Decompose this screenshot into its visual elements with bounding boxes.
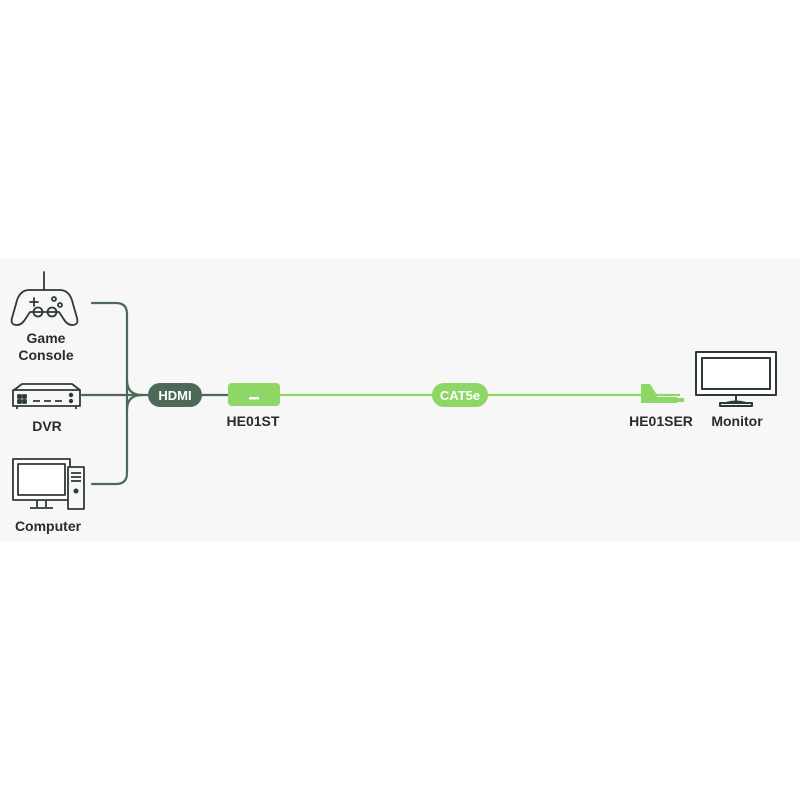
receiver-device bbox=[641, 384, 684, 403]
gamepad-icon bbox=[10, 271, 79, 326]
source-connector-lines bbox=[80, 301, 232, 486]
receiver-label: HE01SER bbox=[629, 413, 693, 429]
dvr-icon bbox=[12, 383, 81, 409]
cat5e-label: CAT5e bbox=[440, 388, 480, 403]
computer-line bbox=[90, 393, 129, 486]
transmitter-device bbox=[228, 383, 280, 406]
transmitter-label: HE01ST bbox=[227, 413, 280, 429]
dvr-label: DVR bbox=[32, 418, 62, 434]
hdmi-pill: HDMI bbox=[148, 383, 202, 407]
merge-curve-top bbox=[125, 378, 144, 397]
game-console-label-line2: Console bbox=[18, 347, 73, 363]
game-console-label-line1: Game bbox=[27, 330, 66, 346]
computer-label: Computer bbox=[15, 518, 82, 534]
merge-curve-bottom bbox=[125, 393, 144, 412]
game-console-line bbox=[90, 301, 129, 397]
monitor-icon bbox=[695, 351, 777, 407]
monitor-label: Monitor bbox=[711, 413, 763, 429]
computer-icon bbox=[12, 458, 85, 510]
hdmi-label: HDMI bbox=[158, 388, 191, 403]
cat5e-pill: CAT5e bbox=[432, 383, 488, 407]
